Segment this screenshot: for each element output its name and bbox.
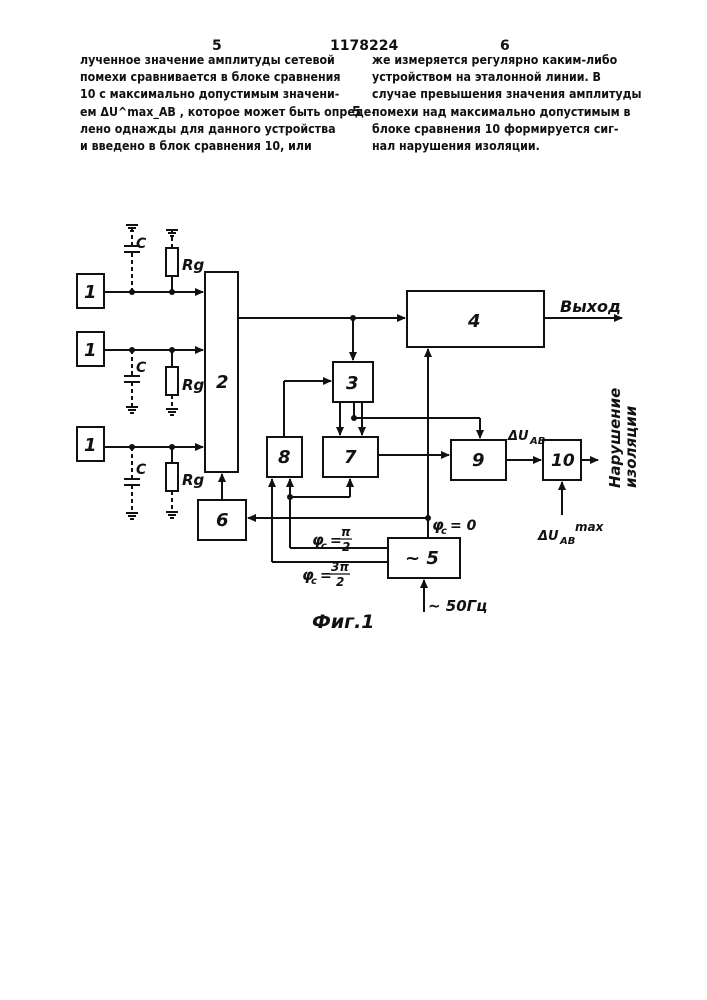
phi-3pi2-sub: c (311, 576, 317, 587)
resistor-label: Rg (182, 471, 205, 489)
resistor-label: Rg (182, 376, 205, 394)
svg-text:=: = (330, 533, 342, 549)
block-5-label: ~ 5 (405, 548, 439, 569)
delta-u-sub: AB (529, 436, 545, 447)
figure-caption: Фиг.1 (312, 611, 375, 633)
block-7-label: 7 (344, 447, 357, 468)
phi-pi2-num: π (341, 525, 351, 539)
phi-3pi2-num: 3π (331, 560, 349, 574)
block-8-label: 8 (278, 447, 291, 468)
violation-label-2: изоляции (622, 405, 640, 488)
delta-u-max-label: ΔU (537, 529, 559, 544)
svg-text:=: = (320, 568, 332, 584)
block-1-top-label: 1 (84, 282, 97, 303)
block-4-label: 4 (467, 311, 481, 332)
block-9-label: 9 (472, 450, 485, 471)
block-1-bottom-label: 1 (84, 435, 97, 456)
frequency-label: ~ 50Гц (428, 597, 487, 615)
block-10-label: 10 (551, 451, 575, 471)
block-6-label: 6 (216, 510, 229, 531)
capacitor-label: C (136, 236, 147, 252)
phi-0-value: = 0 (450, 518, 477, 534)
capacitor-label: C (136, 360, 147, 376)
block-3-label: 3 (346, 373, 359, 394)
phi-pi2-den: 2 (342, 540, 350, 554)
delta-u-label: ΔU (507, 429, 529, 444)
delta-u-max-sub: AB (559, 536, 575, 547)
phi-3pi2-den: 2 (336, 575, 344, 589)
output-label: Выход (560, 297, 621, 316)
phi-pi2-sub: c (321, 541, 327, 552)
block-1-middle-label: 1 (84, 340, 97, 361)
phi-0-sub: c (441, 526, 447, 537)
delta-u-max-sup: max (575, 520, 605, 534)
resistor-label: Rg (182, 256, 205, 274)
capacitor-label: C (136, 462, 147, 478)
block-2-label: 2 (216, 372, 229, 393)
